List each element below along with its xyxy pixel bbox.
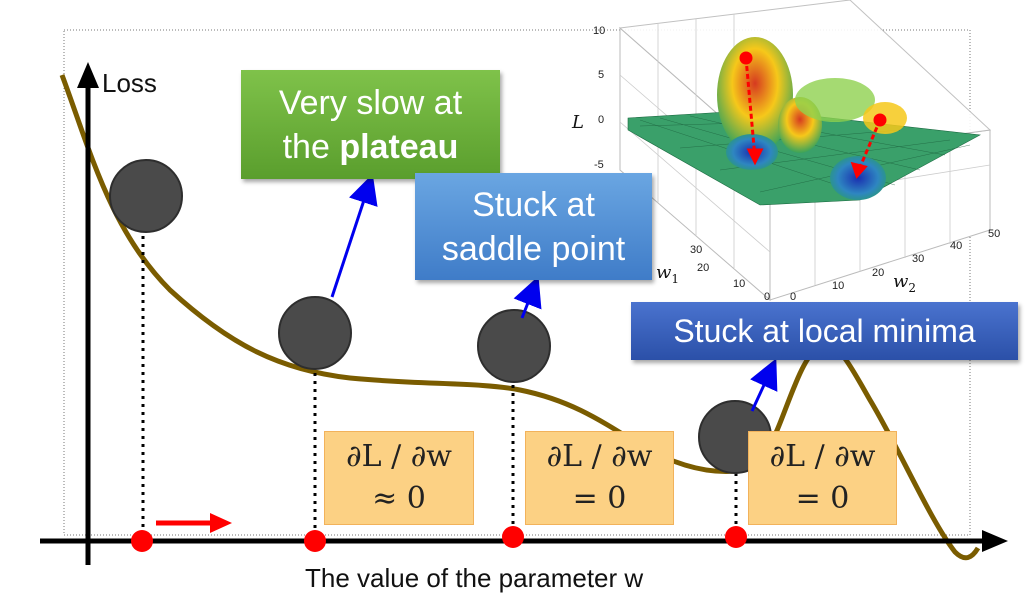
saddle-callout-line1: Stuck at — [472, 185, 595, 224]
w1-tick-3: 0 — [764, 291, 770, 303]
z-tick-0: 10 — [593, 25, 605, 37]
surface-bump — [795, 78, 875, 122]
minima-pointer-arrow — [750, 358, 778, 412]
surface-plot: 10 5 0 -5 30 20 10 0 0 10 20 30 40 50 L … — [571, 0, 1000, 303]
gradient-box-plateau: ∂L / ∂w ≈ 0 — [324, 431, 474, 525]
gradient-box-local-minimum-line1: ∂L / ∂w — [769, 439, 876, 474]
gradient-box-plateau-line1: ∂L / ∂w — [346, 439, 452, 474]
w2-tick-4: 40 — [950, 240, 962, 252]
marker-4 — [725, 526, 747, 548]
y-axis-label: Loss — [102, 68, 157, 98]
z-tick-2: 0 — [598, 114, 604, 126]
x-axis-arrowhead — [982, 530, 1008, 552]
w2-axis-label: w2 — [893, 271, 916, 295]
w2-tick-1: 10 — [832, 280, 844, 292]
surface-peak — [717, 37, 793, 153]
w1-tick-1: 20 — [697, 262, 709, 274]
saddle-callout: Stuck at saddle point — [415, 173, 652, 280]
saddle-pointer-arrow — [513, 276, 542, 319]
z-axis-label: L — [571, 112, 584, 133]
plateau-pointer-arrow — [330, 173, 378, 298]
gradient-box-saddle-line1: ∂L / ∂w — [546, 439, 653, 474]
marker-1 — [131, 530, 153, 552]
x-axis-label: The value of the parameter w — [305, 563, 643, 593]
marker-3 — [502, 526, 524, 548]
direction-arrowhead — [210, 513, 232, 533]
droplines — [141, 228, 738, 535]
z-tick-3: -5 — [594, 159, 604, 171]
w1-tick-2: 10 — [733, 278, 745, 290]
w2-tick-5: 50 — [988, 228, 1000, 240]
z-tick-1: 5 — [598, 69, 604, 81]
plateau-callout: Very slow at the plateau — [241, 70, 500, 179]
surface-pit-right — [830, 156, 886, 200]
gradient-box-local-minimum: ∂L / ∂w = 0 — [748, 431, 897, 525]
w1-tick-0: 30 — [690, 244, 702, 256]
descent-path-left — [739, 51, 764, 166]
gradient-box-saddle-line2: = 0 — [572, 481, 627, 516]
ball-plateau — [278, 296, 352, 370]
w1-axis-label: w1 — [656, 262, 679, 286]
w2-tick-2: 20 — [872, 267, 884, 279]
gradient-box-local-minimum-line2: = 0 — [795, 481, 850, 516]
local-minima-callout-text: Stuck at local minima — [673, 312, 976, 349]
gradient-box-saddle: ∂L / ∂w = 0 — [525, 431, 674, 525]
local-minima-callout: Stuck at local minima — [631, 302, 1018, 360]
descent-path-right — [850, 113, 887, 179]
y-axis-arrowhead — [77, 62, 99, 88]
saddle-callout-line2: saddle point — [441, 229, 626, 268]
plateau-callout-line1: Very slow at — [278, 83, 463, 122]
marker-2 — [304, 530, 326, 552]
plateau-callout-line2: the plateau — [282, 127, 459, 166]
ball-start — [109, 159, 183, 233]
w2-tick-3: 30 — [912, 253, 924, 265]
w2-tick-0: 0 — [790, 291, 796, 303]
ball-saddle — [477, 309, 551, 383]
gradient-box-plateau-line2: ≈ 0 — [372, 481, 426, 516]
